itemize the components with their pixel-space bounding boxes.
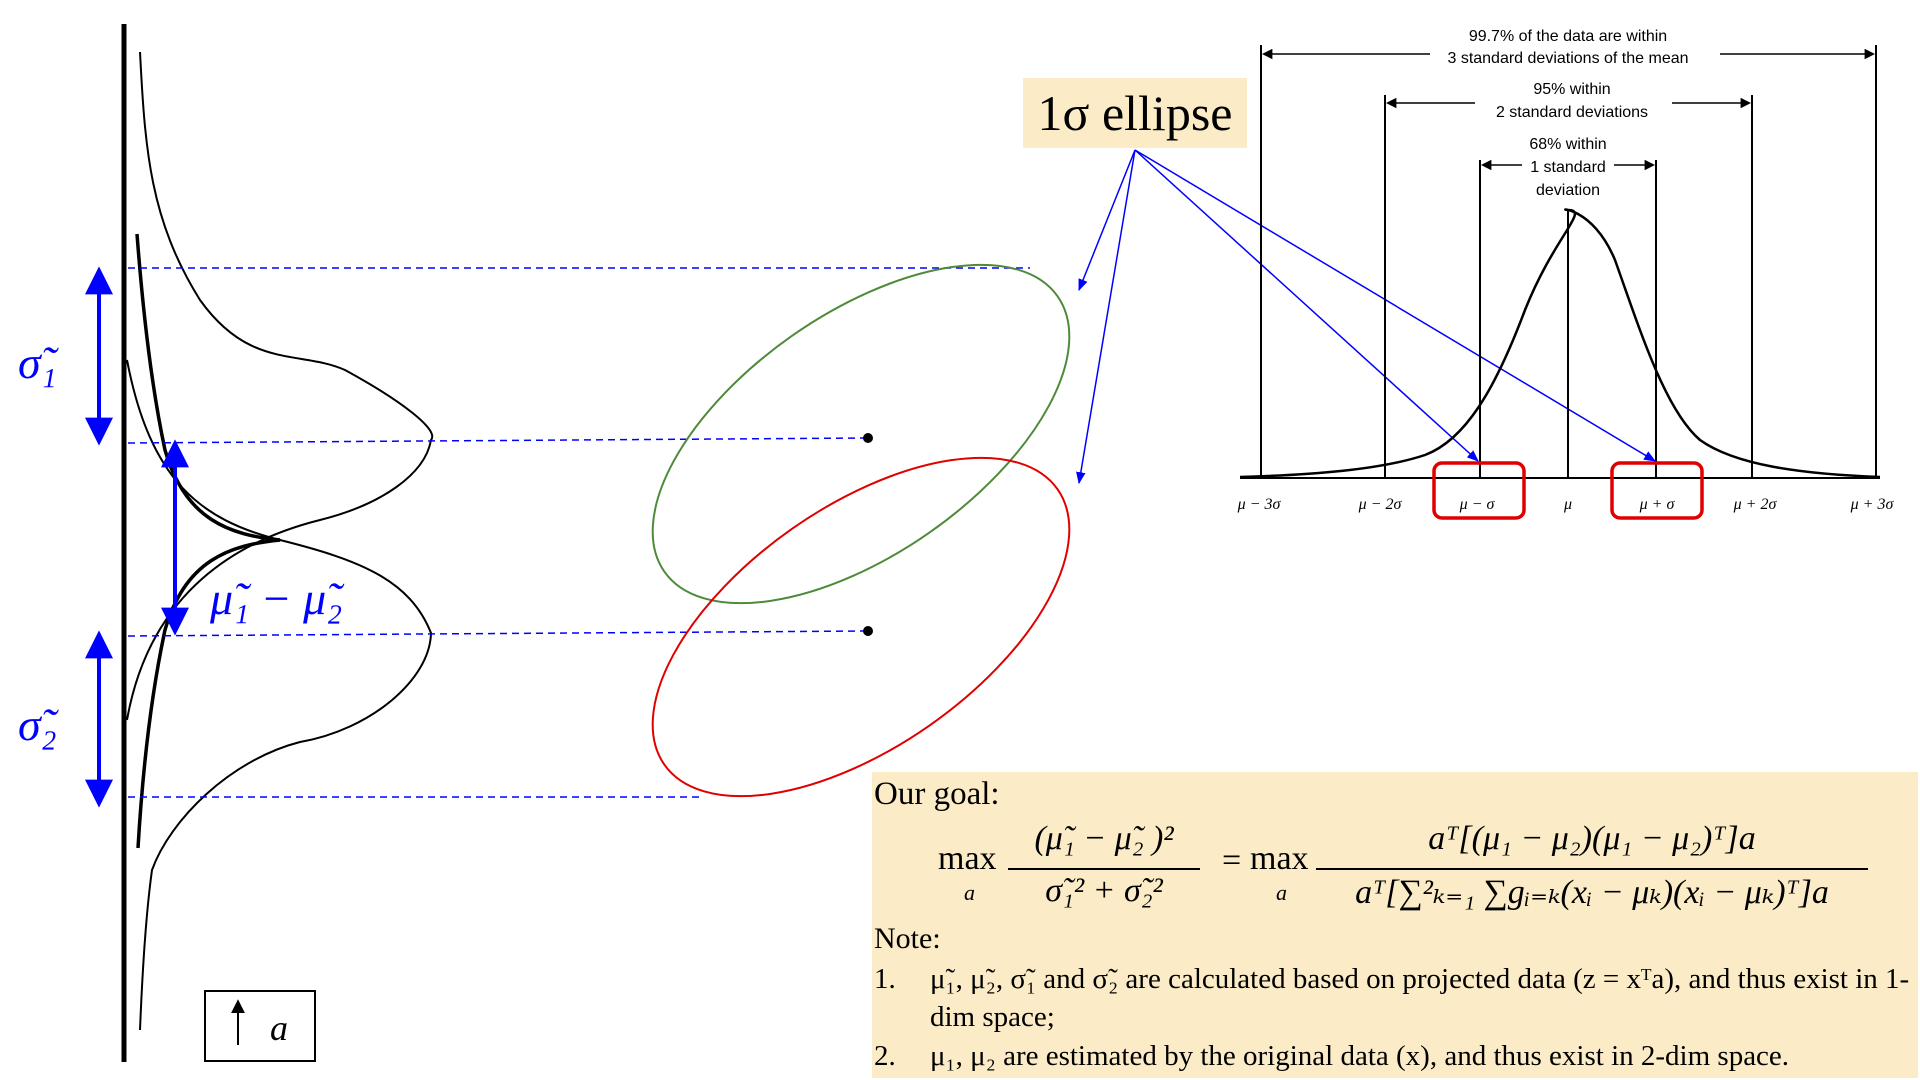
- lhs-max-subscript: a: [964, 880, 975, 905]
- band2-label-line2: 2 standard deviations: [1496, 104, 1648, 121]
- rhs-max-subscript: a: [1276, 880, 1287, 905]
- tick-mean: μ: [1563, 496, 1572, 513]
- band3-label-line2: 3 standard deviations of the mean: [1447, 50, 1688, 67]
- bell-curve: [1239, 208, 1881, 479]
- band1-label-line3: deviation: [1536, 182, 1600, 199]
- red-ellipse: [651, 456, 1071, 798]
- note-item-2: 2. μ₁, μ₂ are estimated by the original …: [874, 1037, 1914, 1077]
- green-ellipse: [651, 263, 1071, 605]
- ellipse-callout-label: 1σ ellipse: [1023, 78, 1247, 148]
- band1-label: 68% within: [1529, 136, 1606, 153]
- tick-m2: μ − 2σ: [1358, 496, 1403, 513]
- highlight-plus-sigma: [1610, 461, 1704, 520]
- note-text: μ₁, μ₂ are estimated by the original dat…: [930, 1040, 1790, 1072]
- highlight-minus-sigma: [1432, 461, 1526, 520]
- lhs-max: max: [938, 840, 997, 877]
- lhs-numerator: (μ̃₁ − μ̃₂ )²: [1034, 820, 1174, 857]
- callout-arrow-red: [1076, 149, 1136, 485]
- note-number: 1.: [874, 963, 896, 995]
- equals-sign: =: [1222, 842, 1242, 879]
- tick-m1: μ − σ: [1459, 496, 1496, 513]
- tick-m3: μ − 3σ: [1237, 496, 1282, 513]
- lhs-fraction-bar: [1008, 868, 1200, 870]
- tick-p2: μ + 2σ: [1733, 496, 1778, 513]
- mean1-dot: [863, 433, 873, 443]
- dashed-line-mean1: [127, 437, 869, 444]
- note-text: μ̃₁, μ̃₂, σ̃₁ and σ̃₂ are calculated bas…: [930, 963, 1910, 1033]
- upper-inner-gaussian-curve: [135, 233, 281, 542]
- direction-label: a: [270, 1008, 288, 1048]
- band2-label: 95% within: [1533, 81, 1610, 98]
- normal-distribution-figure: 99.7% of the data are within 3 standard …: [1237, 28, 1895, 520]
- note-item-1: 1. μ̃₁, μ̃₂, σ̃₁ and σ̃₂ are calculated …: [874, 960, 1914, 1040]
- rhs-max: max: [1250, 840, 1309, 877]
- sigma2-label: σ̃₂: [18, 699, 60, 750]
- objective-equation: max a (μ̃₁ − μ̃₂ )² σ̃₁² + σ̃₂² = max a …: [872, 820, 1918, 920]
- note-title: Note:: [874, 922, 941, 955]
- callout-arrow-green: [1078, 149, 1136, 292]
- mean-diff-label: μ̃₁ − μ̃₂: [209, 573, 345, 624]
- dashed-line-mean2: [127, 630, 869, 637]
- band1-label-line2: 1 standard: [1530, 159, 1606, 176]
- tick-p1: μ + σ: [1639, 496, 1676, 513]
- sigma1-label: σ̃₁: [18, 337, 60, 388]
- note-number: 2.: [874, 1040, 896, 1072]
- goal-panel: Our goal: max a (μ̃₁ − μ̃₂ )² σ̃₁² + σ̃₂…: [872, 772, 1918, 1078]
- mean2-dot: [863, 626, 873, 636]
- band3-label: 99.7% of the data are within: [1469, 28, 1667, 45]
- rhs-numerator: aᵀ[(μ₁ − μ₂)(μ₁ − μ₂)ᵀ]a: [1428, 820, 1756, 857]
- rhs-fraction-bar: [1316, 868, 1868, 870]
- goal-title: Our goal:: [874, 776, 1000, 812]
- tick-p3: μ + 3σ: [1850, 496, 1895, 513]
- direction-vector-box: [204, 990, 316, 1062]
- lower-outer-gaussian-curve: [126, 359, 433, 1031]
- callout-arrow-minus-sigma: [1134, 149, 1479, 462]
- rhs-denominator: aᵀ[∑²ₖ₌₁ ∑gᵢ₌ₖ(xᵢ − μₖ)(xᵢ − μₖ)ᵀ]a: [1355, 874, 1829, 911]
- lhs-denominator: σ̃₁² + σ̃₂²: [1045, 872, 1163, 909]
